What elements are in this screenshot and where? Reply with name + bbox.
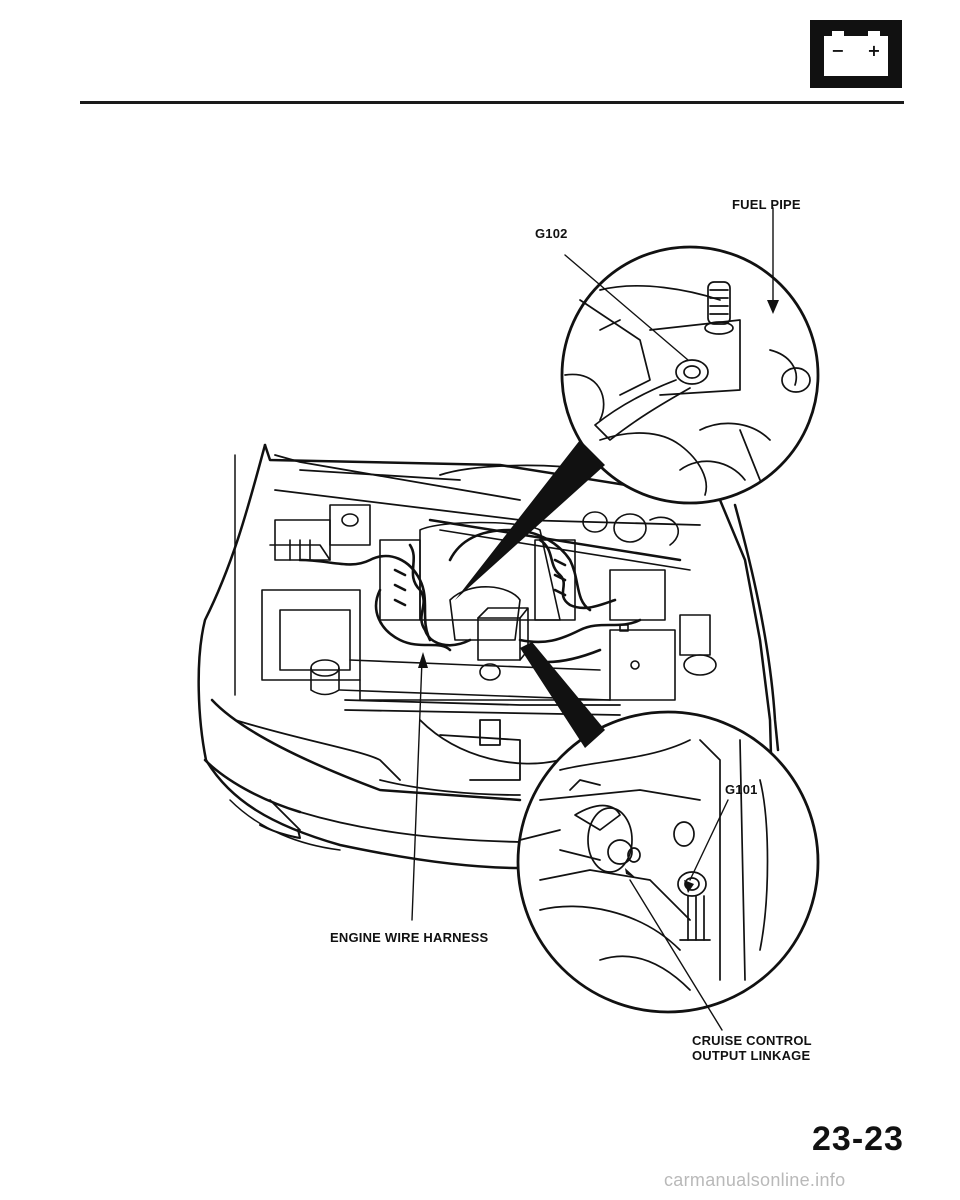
battery-minus-sign: − bbox=[831, 41, 844, 60]
zoom-wedge-lower bbox=[520, 642, 605, 748]
label-engine-wire-harness: ENGINE WIRE HARNESS bbox=[330, 930, 489, 945]
harness-leader bbox=[411, 659, 423, 921]
engine-bay-components bbox=[261, 504, 717, 701]
zoom-circle-g101 bbox=[516, 710, 820, 1014]
leader-lines bbox=[411, 207, 774, 1031]
leader-arrowheads bbox=[418, 300, 779, 893]
label-fuel-pipe: FUEL PIPE bbox=[732, 197, 801, 212]
label-cruise-control-line2: OUTPUT LINKAGE bbox=[692, 1048, 811, 1063]
watermark-text: carmanualsonline.info bbox=[664, 1170, 846, 1190]
battery-plus-sign: + bbox=[867, 41, 880, 60]
label-g102: G102 bbox=[535, 226, 568, 241]
g101-leader bbox=[689, 799, 729, 881]
header-rule bbox=[80, 101, 904, 104]
page-number: 23-23 bbox=[812, 1120, 904, 1158]
engine-wire-harness bbox=[298, 528, 642, 664]
zoom-circle-g102 bbox=[560, 245, 820, 505]
label-g101: G101 bbox=[725, 782, 758, 797]
cruise-leader bbox=[629, 879, 723, 1031]
battery-icon: − + bbox=[810, 20, 902, 88]
zoom-detail-g102 bbox=[564, 281, 811, 496]
label-cruise-control-line1: CRUISE CONTROL bbox=[692, 1033, 812, 1048]
g102-leader bbox=[564, 254, 689, 361]
battery-icon-graphic: − + bbox=[810, 20, 902, 88]
car-body bbox=[197, 443, 780, 870]
zoom-wedge-upper bbox=[455, 440, 605, 600]
